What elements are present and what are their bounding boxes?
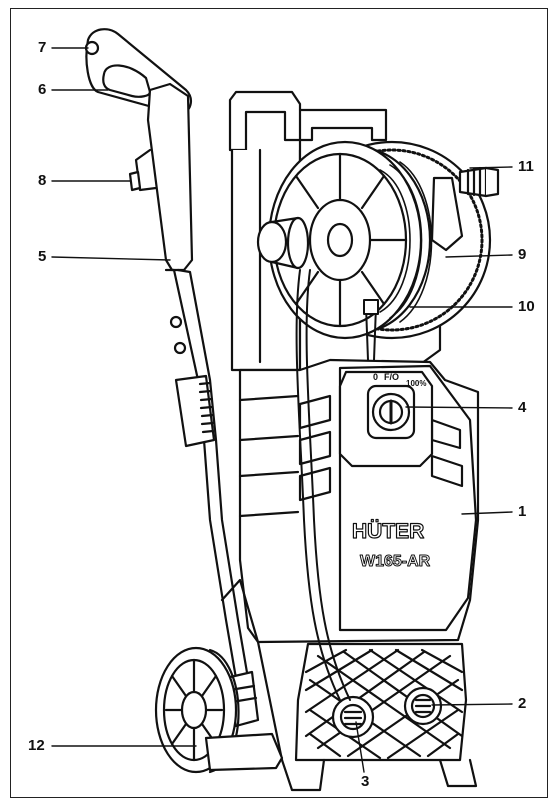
callout-12: 12 — [28, 737, 45, 754]
reel-axle-knob — [256, 216, 310, 270]
washer-body — [220, 90, 480, 792]
callout-7: 7 — [38, 39, 47, 56]
callout-1: 1 — [518, 503, 527, 520]
water-inlet-outlet — [331, 686, 443, 739]
reel-crank-handle — [430, 166, 500, 252]
dial-mark-fo: F/O — [384, 372, 399, 382]
figure-frame — [10, 8, 548, 798]
dial-mark-zero: 0 — [373, 372, 378, 382]
dial-mark-100: 100% — [406, 379, 426, 388]
callout-6: 6 — [38, 81, 47, 98]
callout-10: 10 — [518, 298, 535, 315]
model-label: W165-AR — [360, 553, 431, 570]
callout-8: 8 — [38, 172, 47, 189]
callout-2: 2 — [518, 695, 527, 712]
wheel — [154, 646, 284, 774]
leader-lines — [51, 47, 513, 773]
callout-5: 5 — [38, 248, 47, 265]
callout-9: 9 — [518, 246, 527, 263]
callout-4: 4 — [518, 399, 527, 416]
callout-11: 11 — [518, 158, 534, 175]
high-pressure-hose — [295, 269, 379, 701]
brand-logo: HÜTER — [352, 520, 424, 543]
callout-3: 3 — [361, 773, 370, 790]
